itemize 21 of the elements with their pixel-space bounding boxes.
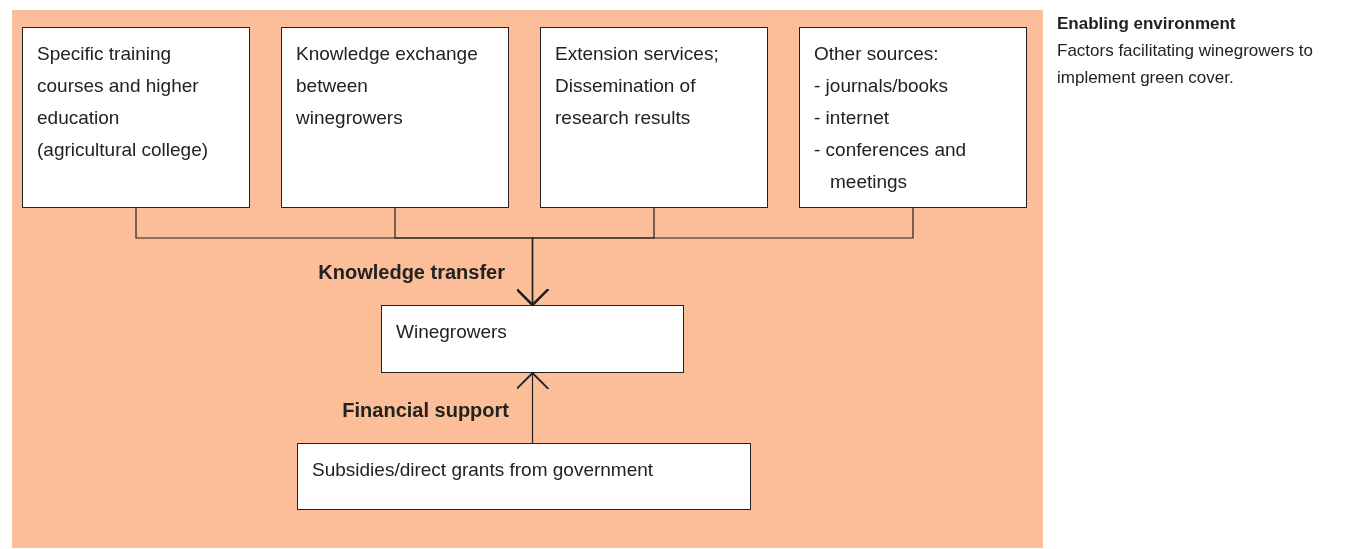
box-text: Dissemination of research results xyxy=(555,74,697,130)
heading: Enabling environment xyxy=(1057,13,1237,35)
box-text: Subsidies/direct grants from government xyxy=(312,458,655,482)
connector-arrow xyxy=(515,207,914,306)
text-box xyxy=(381,305,684,373)
box-text: - internet xyxy=(814,106,890,130)
text-box xyxy=(297,443,751,510)
box-text: - conferences and meetings xyxy=(814,138,968,194)
box-text: Knowledge exchange between winegrowers xyxy=(296,42,478,130)
background-panel xyxy=(12,10,1043,548)
box-text: - journals/books xyxy=(814,74,950,98)
text-box xyxy=(22,27,250,208)
text-box xyxy=(540,27,768,208)
text-box xyxy=(281,27,509,208)
box-text: Specific training courses and higher education (agricultural college) xyxy=(37,42,210,162)
text-box xyxy=(799,27,1027,208)
box-text: Winegrowers xyxy=(396,320,508,344)
box-text: Other sources: xyxy=(814,42,940,66)
connector-arrow xyxy=(515,372,550,444)
description: Factors facilitating winegrowers to implement green cover. xyxy=(1057,40,1315,89)
box-text: Extension services; xyxy=(555,42,720,66)
